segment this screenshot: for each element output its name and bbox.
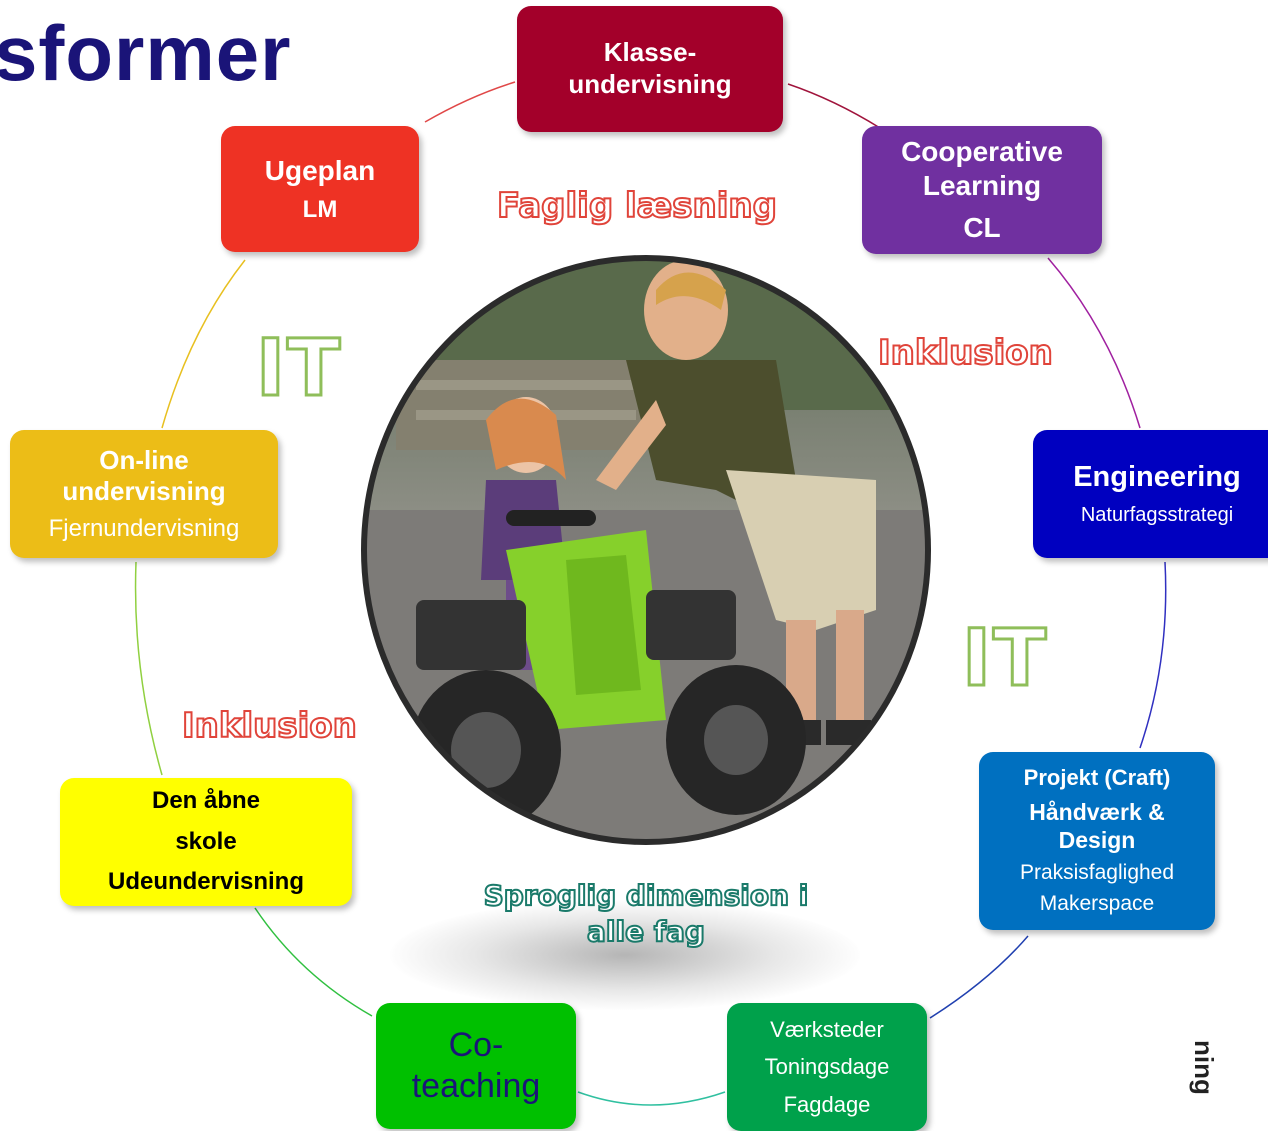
connector-cooperative-engineering [1047, 257, 1141, 429]
label-sproglig-dimension: Sproglig dimension i alle fag [466, 878, 826, 951]
connector-vaerksteder-coteaching [577, 1091, 726, 1106]
connector-engineering-projekt [1139, 561, 1167, 749]
node-klasseundervisning: Klasse- undervisning [517, 6, 783, 132]
node-engineering-line1: Engineering [1073, 461, 1241, 494]
page-title: sformer [0, 9, 292, 97]
node-cooperative-learning: Cooperative Learning CL [862, 126, 1102, 254]
connector-aabne-online [134, 561, 163, 776]
node-online-line2: undervisning [62, 476, 226, 507]
label-faglig-laesning: Faglig læsning [496, 185, 778, 227]
connector-klasse-cooperative [787, 83, 881, 129]
label-it-right: IT [960, 613, 1049, 706]
node-klasse-line2: undervisning [568, 69, 732, 99]
side-text: ning [1189, 1040, 1220, 1095]
node-vaerksteder: Værksteder Toningsdage Fagdage [727, 1003, 927, 1131]
node-cooperative-line2: Learning [922, 169, 1042, 201]
node-projekt-line4: Praksisfaglighed [1019, 860, 1175, 884]
node-aabne-line1: Den åbne [151, 786, 261, 814]
node-projekt: Projekt (Craft) Håndværk & Design Praksi… [979, 752, 1215, 930]
node-ugeplan: Ugeplan LM [221, 126, 419, 252]
node-vaerksteder-line1: Værksteder [770, 1016, 884, 1042]
label-it-left: IT [254, 323, 343, 416]
node-engineering: Engineering Naturfagsstrategi [1033, 430, 1268, 558]
node-online-line3: Fjernundervisning [48, 515, 240, 543]
node-coteaching: Co- teaching [376, 1003, 576, 1129]
node-coteaching-line1: Co- [448, 1025, 504, 1064]
node-projekt-line2: Håndværk & [1029, 798, 1165, 825]
node-aabne-line3: Udeundervisning [107, 868, 305, 896]
node-projekt-line5: Makerspace [1039, 892, 1155, 916]
node-coteaching-line2: teaching [411, 1067, 541, 1105]
connector-projekt-vaerksteder [929, 935, 1029, 1019]
label-sproglig-line2: alle fag [586, 914, 706, 949]
node-projekt-line3: Design [1058, 826, 1136, 853]
connector-coteaching-aabne [254, 907, 373, 1017]
node-projekt-line1: Projekt (Craft) [1023, 764, 1171, 790]
label-inklusion-left: Inklusion [181, 705, 358, 747]
connector-ugeplan-klasse [424, 81, 516, 123]
node-online-line1: On-line [99, 444, 189, 475]
label-inklusion-right: Inklusion [877, 332, 1054, 374]
node-cooperative-line1: Cooperative [901, 135, 1063, 167]
node-klasse-line1: Klasse- [603, 37, 697, 68]
node-ugeplan-line1: Ugeplan [264, 155, 376, 186]
node-cooperative-line3: CL [963, 212, 1001, 244]
node-online-undervisning: On-line undervisning Fjernundervisning [10, 430, 278, 558]
node-ugeplan-line2: LM [302, 196, 338, 223]
node-vaerksteder-line2: Toningsdage [764, 1054, 890, 1080]
center-photo [361, 255, 931, 845]
node-aabne-line2: skole [175, 827, 237, 855]
photo-shadow [390, 900, 860, 1010]
connector-online-ugeplan [161, 259, 246, 429]
node-engineering-line2: Naturfagsstrategi [1080, 504, 1234, 527]
node-vaerksteder-line3: Fagdage [783, 1091, 871, 1117]
node-den-aabne-skole: Den åbne skole Udeundervisning [60, 778, 352, 906]
label-sproglig-line1: Sproglig dimension i [483, 878, 810, 913]
